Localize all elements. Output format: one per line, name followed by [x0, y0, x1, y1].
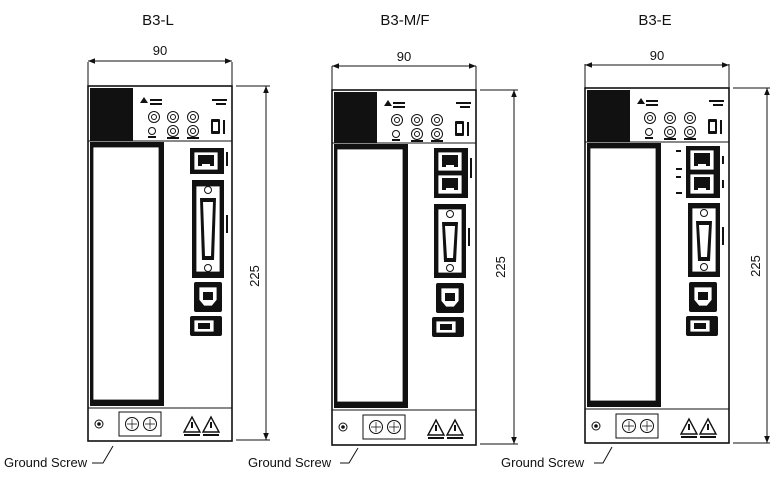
rj45-port-b3-l [190, 148, 228, 174]
encoder-port-b3-mf [436, 283, 464, 313]
drive-b3-l: B3-L 90 225 [4, 12, 270, 470]
height-dimension-b3-l: 225 [236, 85, 270, 441]
ground-screw-label-b3-e: Ground Screw [501, 455, 585, 470]
keypad-b3-e [637, 98, 724, 140]
drive-b3-e: B3-E 90 225 [501, 12, 770, 470]
height-value-b3-mf: 225 [493, 256, 508, 278]
height-value-b3-l: 225 [247, 265, 262, 287]
width-dimension-b3-mf: 90 [331, 49, 477, 90]
sto-connector-b3-e [686, 316, 718, 336]
bottom-strip-b3-l [94, 411, 221, 437]
width-value-b3-l: 90 [153, 43, 167, 58]
dual-rj45-port-b3-mf [434, 148, 472, 198]
db-connector-b3-e [688, 203, 724, 277]
ground-screw-callout-b3-l: Ground Screw [4, 445, 114, 470]
variant-title-b3-l: B3-L [142, 12, 174, 29]
drive-b3-mf: B3-M/F 90 225 [248, 12, 518, 470]
bottom-strip-b3-e [591, 413, 718, 439]
db-connector-b3-l [192, 180, 228, 278]
ethercat-ports-b3-e [676, 146, 724, 198]
width-dimension-b3-l: 90 [87, 43, 233, 86]
ground-screw-callout-b3-e: Ground Screw [501, 446, 613, 470]
height-dimension-b3-mf: 225 [480, 89, 518, 445]
ground-screw-label-b3-mf: Ground Screw [248, 455, 332, 470]
encoder-port-b3-l [194, 282, 222, 312]
width-value-b3-mf: 90 [397, 49, 411, 64]
keypad-b3-l [140, 97, 227, 139]
top-panel-b3-mf [334, 92, 377, 143]
keypad-b3-mf [384, 100, 471, 142]
sto-connector-b3-l [190, 316, 222, 336]
width-value-b3-e: 90 [650, 48, 664, 63]
bottom-strip-b3-mf [338, 414, 465, 440]
height-dimension-b3-e: 225 [733, 87, 770, 444]
sto-connector-b3-mf [432, 317, 464, 337]
db-connector-b3-mf [434, 204, 470, 278]
encoder-port-b3-e [689, 282, 717, 312]
ground-screw-callout-b3-mf: Ground Screw [248, 447, 359, 470]
variant-title-b3-mf: B3-M/F [380, 12, 429, 29]
height-value-b3-e: 225 [748, 255, 763, 277]
top-panel-b3-e [587, 90, 630, 142]
ground-screw-label-b3-l: Ground Screw [4, 455, 88, 470]
top-panel-b3-l [90, 88, 133, 141]
width-dimension-b3-e: 90 [584, 48, 730, 88]
variant-title-b3-e: B3-E [638, 12, 671, 29]
